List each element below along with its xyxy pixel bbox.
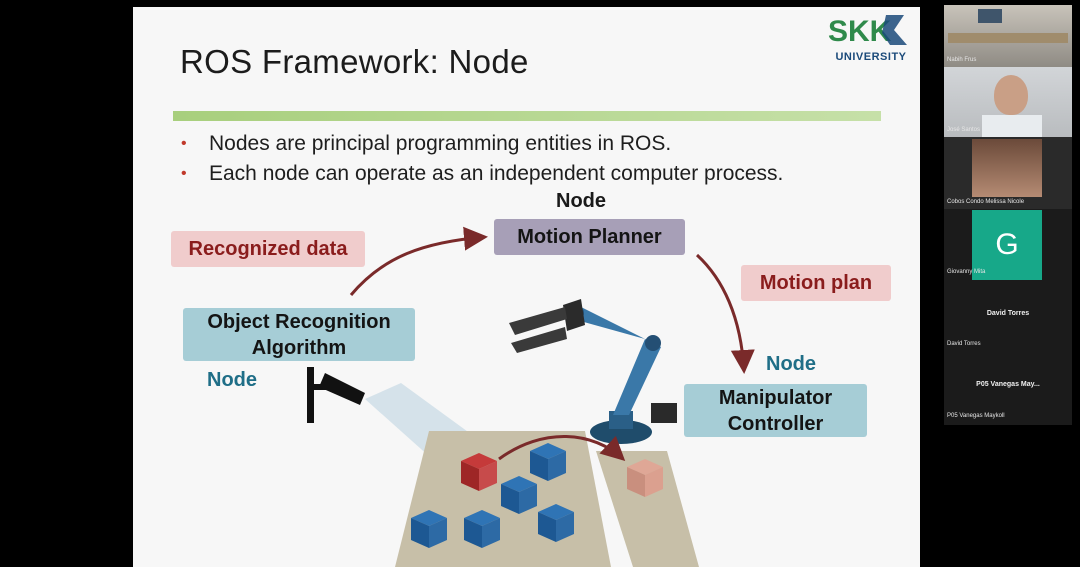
- participant-video-face: [972, 139, 1042, 197]
- participant-name[interactable]: P05 Vanegas May...: [976, 381, 1040, 388]
- motion-plan-box: Motion plan: [741, 265, 891, 301]
- pick-place-arrow: [498, 435, 626, 462]
- participant-caption: Nabih Frus: [947, 57, 977, 63]
- bullet-text: Nodes are principal programming entities…: [209, 132, 672, 155]
- participant-avatar-icon[interactable]: G: [972, 210, 1042, 280]
- camera-icon: [307, 367, 365, 423]
- manipulator-controller-box: Manipulator Controller: [684, 384, 867, 437]
- bullet-list: • Nodes are principal programming entiti…: [175, 129, 783, 189]
- node-label-object-recognition: Node: [207, 369, 257, 391]
- motion-plan-label: Motion plan: [759, 272, 873, 294]
- object-recognition-box: Object Recognition Algorithm: [183, 308, 415, 361]
- classroom-video-thumbnail: [978, 9, 1002, 23]
- recognized-data-arrow: [349, 226, 488, 296]
- participant-caption: P05 Vanegas Maykoll: [947, 413, 1005, 419]
- university-logo: SKK UNIVERSITY: [828, 13, 914, 63]
- participant-video-face: [994, 75, 1028, 115]
- participant-tile[interactable]: Nabih Frus: [944, 5, 1072, 67]
- box-blue-icon: [501, 476, 537, 514]
- manipulator-label-line2: Controller: [727, 413, 824, 435]
- box-faded-icon: [627, 459, 663, 497]
- bullet-item: • Nodes are principal programming entiti…: [175, 129, 783, 159]
- participant-tile[interactable]: José Santos: [944, 67, 1072, 137]
- box-blue-icon: [411, 510, 447, 548]
- node-label-motion-planner: Node: [556, 190, 606, 212]
- presentation-slide: ROS Framework: Node SKK UNIVERSITY • Nod…: [133, 7, 920, 567]
- recognized-data-label: Recognized data: [188, 238, 348, 260]
- target-area: [596, 451, 699, 567]
- manipulator-label-line1: Manipulator: [718, 387, 833, 409]
- bullet-item: • Each node can operate as an independen…: [175, 159, 783, 189]
- motion-plan-arrow: [695, 253, 755, 374]
- slide-title: ROS Framework: Node: [180, 43, 529, 80]
- logo-text: UNIVERSITY: [835, 51, 907, 63]
- recognized-data-box: Recognized data: [171, 231, 365, 267]
- participant-tile[interactable]: Cobos Condo Melissa Nicole: [944, 137, 1072, 209]
- bullet-dot-icon: •: [181, 135, 187, 152]
- logo-mark-icon: SKK: [828, 15, 907, 47]
- object-recognition-label-line1: Object Recognition: [207, 311, 391, 333]
- motion-planner-label: Motion Planner: [517, 226, 662, 248]
- participants-panel: Nabih Frus José Santos Cobos Condo Melis…: [944, 5, 1072, 425]
- bullet-dot-icon: •: [181, 165, 187, 182]
- participant-name[interactable]: David Torres: [986, 310, 1030, 317]
- box-blue-icon: [538, 504, 574, 542]
- participant-caption: Giovanny Mita: [947, 269, 986, 275]
- bullet-text: Each node can operate as an independent …: [209, 162, 784, 185]
- box-blue-icon: [530, 443, 566, 481]
- node-label-manipulator: Node: [766, 353, 816, 375]
- participant-caption: David Torres: [947, 341, 981, 347]
- object-recognition-label-line2: Algorithm: [251, 337, 347, 359]
- classroom-video-thumbnail: [948, 33, 1068, 43]
- participant-caption: José Santos: [947, 127, 981, 133]
- logo-mark-text: SKK: [828, 15, 892, 47]
- box-red-icon: [461, 453, 497, 491]
- participant-caption: Cobos Condo Melissa Nicole: [947, 199, 1025, 205]
- title-rule: [173, 111, 881, 121]
- robot-arm-icon: [509, 299, 677, 444]
- box-blue-icon: [464, 510, 500, 548]
- motion-planner-box: Motion Planner: [494, 219, 685, 255]
- ros-node-diagram: [307, 226, 755, 567]
- participant-video-shirt: [982, 115, 1042, 137]
